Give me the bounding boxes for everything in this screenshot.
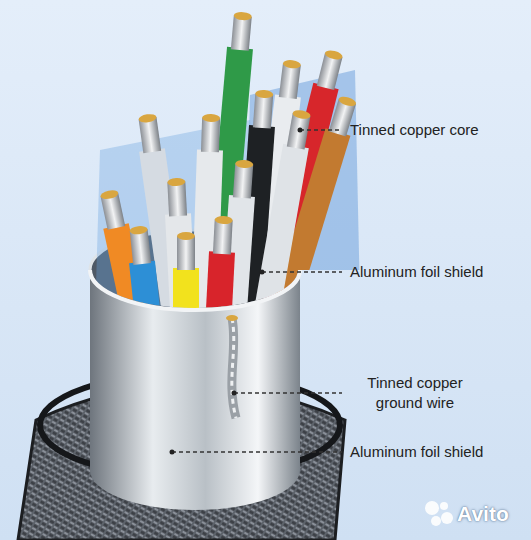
leader-dot [260, 270, 265, 275]
watermark: Avito [457, 504, 509, 524]
part-label: Aluminum foil shield [350, 442, 483, 462]
leader-dot [170, 450, 175, 455]
wire-bundle [95, 11, 361, 374]
leader-dot [298, 128, 303, 133]
watermark-logo [425, 501, 453, 526]
wire [125, 225, 165, 363]
part-label: Tinned copper core [350, 120, 479, 140]
leader-line [234, 392, 342, 393]
wire [173, 232, 199, 368]
leader-lines [172, 130, 342, 452]
leader-line [262, 271, 342, 272]
leader-line [172, 451, 342, 452]
wire [248, 108, 315, 345]
wire [163, 177, 199, 374]
leader-dot [232, 391, 237, 396]
leader-line [300, 129, 342, 130]
wire [204, 215, 237, 352]
part-label: Tinned copper ground wire [345, 373, 485, 413]
tube-rim [90, 270, 300, 310]
part-label: Aluminum foil shield [350, 262, 483, 282]
foil-tube-bottom [90, 430, 300, 510]
ground-wire [226, 315, 238, 418]
leader-dots [170, 128, 303, 455]
